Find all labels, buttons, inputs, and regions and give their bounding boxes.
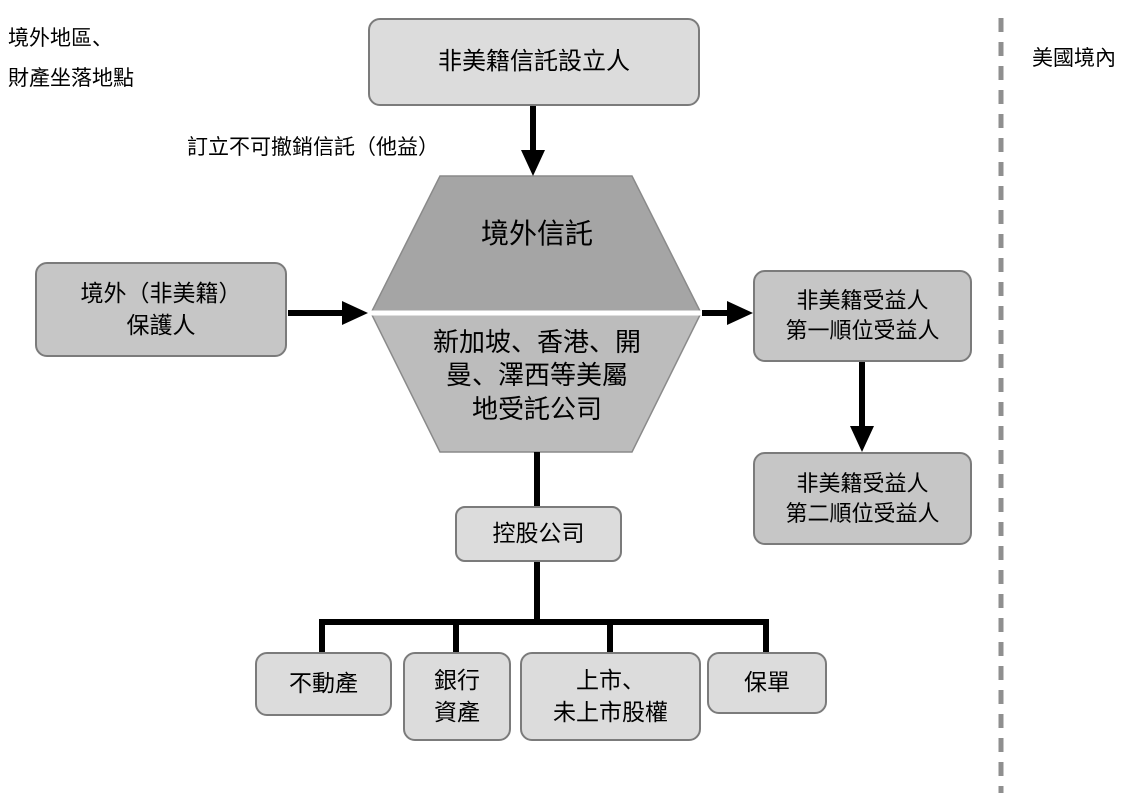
node-beneficiary-first: 非美籍受益人 第一順位受益人 (753, 270, 972, 362)
node-asset-equity: 上市、 未上市股權 (520, 652, 701, 741)
node-protector: 境外（非美籍） 保護人 (35, 262, 287, 357)
node-asset-policy: 保單 (707, 652, 827, 714)
node-asset-bank: 銀行 資產 (403, 652, 511, 741)
arrowhead-beneficiary2 (850, 426, 874, 452)
arrowhead-beneficiary1 (727, 301, 753, 325)
arrowhead-protector (342, 301, 368, 325)
arrowhead-settlor (521, 150, 545, 176)
region-label-offshore-line1: 境外地區、 (8, 26, 113, 50)
region-label-offshore-line2: 財產坐落地點 (8, 66, 134, 90)
label-irrevocable-trust-note: 訂立不可撤銷信託（他益） (187, 135, 439, 159)
node-beneficiary-second: 非美籍受益人 第二順位受益人 (753, 452, 972, 545)
label-trustee-company: 新加坡、香港、開 曼、澤西等美屬 地受託公司 (432, 328, 641, 424)
node-holding-company: 控股公司 (455, 506, 622, 562)
node-settlor: 非美籍信託設立人 (368, 18, 700, 106)
region-label-us: 美國境內 (1032, 46, 1116, 70)
node-asset-real-estate: 不動產 (255, 652, 392, 716)
label-offshore-trust: 境外信託 (480, 219, 593, 250)
